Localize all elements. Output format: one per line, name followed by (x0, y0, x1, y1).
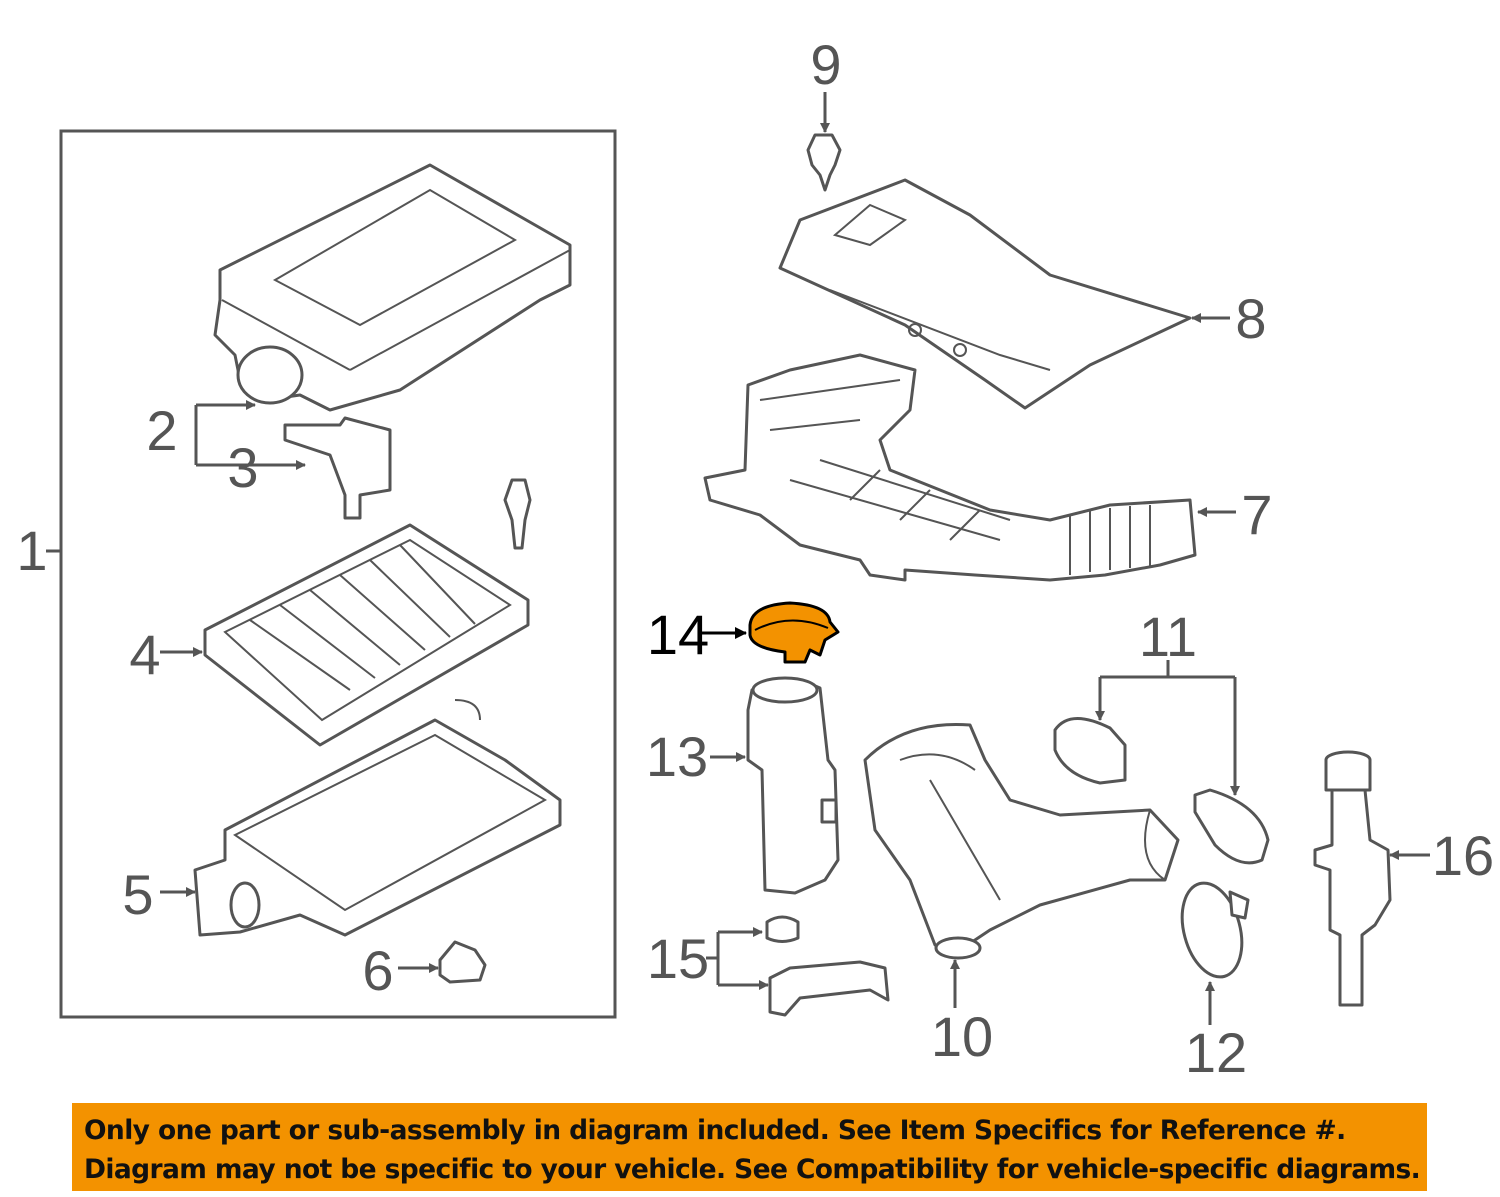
callout-13: 13 (646, 725, 708, 788)
part-3-mass-air-flow-sensor[interactable] (283, 416, 392, 520)
callout-8: 8 (1235, 287, 1266, 350)
disclaimer-line-2: Diagram may not be specific to your vehi… (84, 1154, 1421, 1185)
callout-7: 7 (1241, 483, 1272, 546)
callout-3: 3 (227, 436, 258, 499)
part-7-intake-duct[interactable] (703, 353, 1197, 582)
callout-15: 15 (647, 927, 709, 990)
callout-9: 9 (810, 33, 841, 96)
part-11-seal-kit[interactable] (1053, 717, 1270, 865)
part-12-hose-clamp[interactable] (1173, 876, 1252, 983)
callout-6: 6 (362, 939, 393, 1002)
part-15-bracket-kit[interactable] (765, 915, 890, 1017)
callout-2: 2 (146, 399, 177, 462)
part-5-lower-housing[interactable] (193, 699, 562, 937)
part-10-intake-pipe[interactable] (863, 722, 1180, 960)
part-4-air-filter[interactable] (203, 523, 530, 747)
callout-10: 10 (931, 1005, 993, 1068)
part-pin (503, 478, 532, 550)
callout-1: 1 (16, 519, 47, 582)
callout-12: 12 (1185, 1021, 1247, 1084)
callout-14: 14 (647, 603, 709, 666)
part-13-resonator[interactable] (746, 676, 840, 895)
part-6-grommet[interactable] (438, 940, 487, 984)
assembly-box (59, 129, 617, 1019)
part-8-engine-cover[interactable] (778, 178, 1192, 410)
callout-4: 4 (129, 623, 160, 686)
part-9-push-clip[interactable] (806, 133, 842, 192)
disclaimer-line-1: Only one part or sub-assembly in diagram… (84, 1115, 1346, 1146)
part-14-clamp-highlighted[interactable] (748, 601, 840, 664)
part-16-valve[interactable] (1313, 750, 1392, 1007)
callout-16: 16 (1432, 824, 1494, 887)
callout-11: 11 (1139, 605, 1197, 668)
part-2-air-cleaner-cover[interactable] (213, 163, 572, 412)
callout-5: 5 (122, 863, 153, 926)
disclaimer-banner: Only one part or sub-assembly in diagram… (72, 1103, 1427, 1191)
